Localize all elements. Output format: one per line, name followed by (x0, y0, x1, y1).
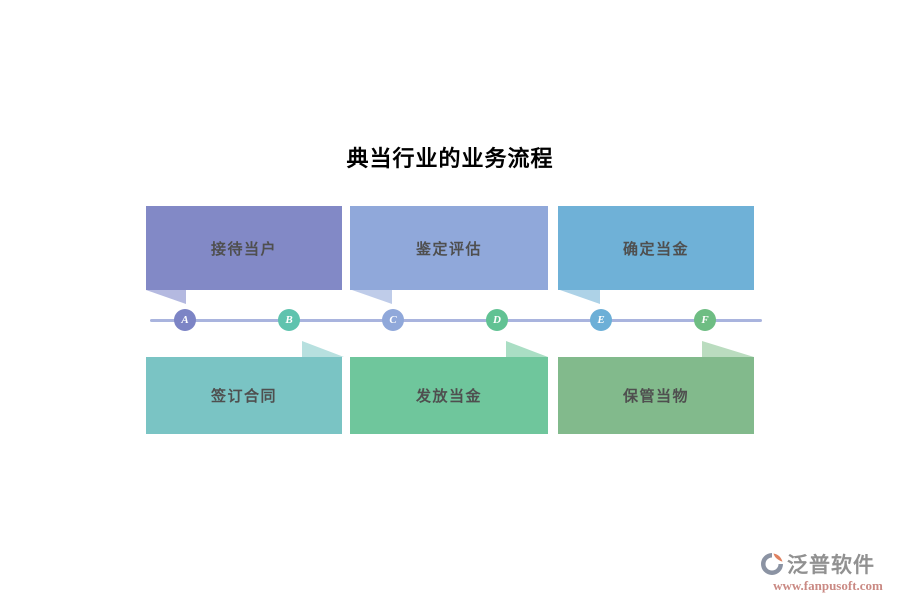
marker-letter: B (285, 314, 293, 326)
connector-triangle-down-3 (560, 290, 600, 304)
marker-letter: E (597, 314, 605, 326)
brand-url: www.fanpusoft.com (773, 578, 883, 593)
connector-triangle-down-2 (352, 290, 392, 304)
timeline-line (150, 319, 762, 322)
connector-triangle-up-1 (302, 341, 344, 357)
timeline-marker-b: B (278, 309, 300, 331)
brand-row: 泛普软件 (760, 549, 896, 579)
step-box-bottom-1: 签订合同 (146, 357, 342, 434)
step-label: 确定当金 (622, 241, 689, 258)
timeline-marker-c: C (382, 309, 404, 331)
marker-letter: C (389, 314, 397, 326)
step-box-bottom-3: 保管当物 (558, 357, 754, 434)
connector-triangle-up-2 (506, 341, 548, 357)
step-box-top-1: 接待当户 (146, 206, 342, 290)
step-box-bottom-2: 发放当金 (350, 357, 548, 434)
timeline-marker-d: D (486, 309, 508, 331)
step-box-top-2: 鉴定评估 (350, 206, 548, 290)
step-box-top-3: 确定当金 (558, 206, 754, 290)
step-label: 鉴定评估 (415, 241, 482, 258)
timeline-marker-e: E (590, 309, 612, 331)
timeline-marker-f: F (694, 309, 716, 331)
marker-letter: A (181, 314, 189, 326)
step-label: 发放当金 (415, 389, 482, 405)
brand-name: 泛普软件 (787, 553, 875, 577)
marker-letter: F (701, 314, 709, 326)
connector-triangle-up-3 (702, 341, 754, 357)
marker-letter: D (493, 314, 501, 326)
fanpu-logo-icon (760, 552, 784, 576)
diagram-title: 典当行业的业务流程 (346, 146, 554, 171)
connector-triangle-down-1 (146, 290, 186, 304)
brand-watermark: 泛普软件 www.fanpusoft.com (760, 549, 896, 594)
timeline-marker-a: A (174, 309, 196, 331)
step-label: 签订合同 (210, 389, 277, 405)
step-label: 保管当物 (622, 389, 689, 405)
step-label: 接待当户 (210, 241, 277, 258)
